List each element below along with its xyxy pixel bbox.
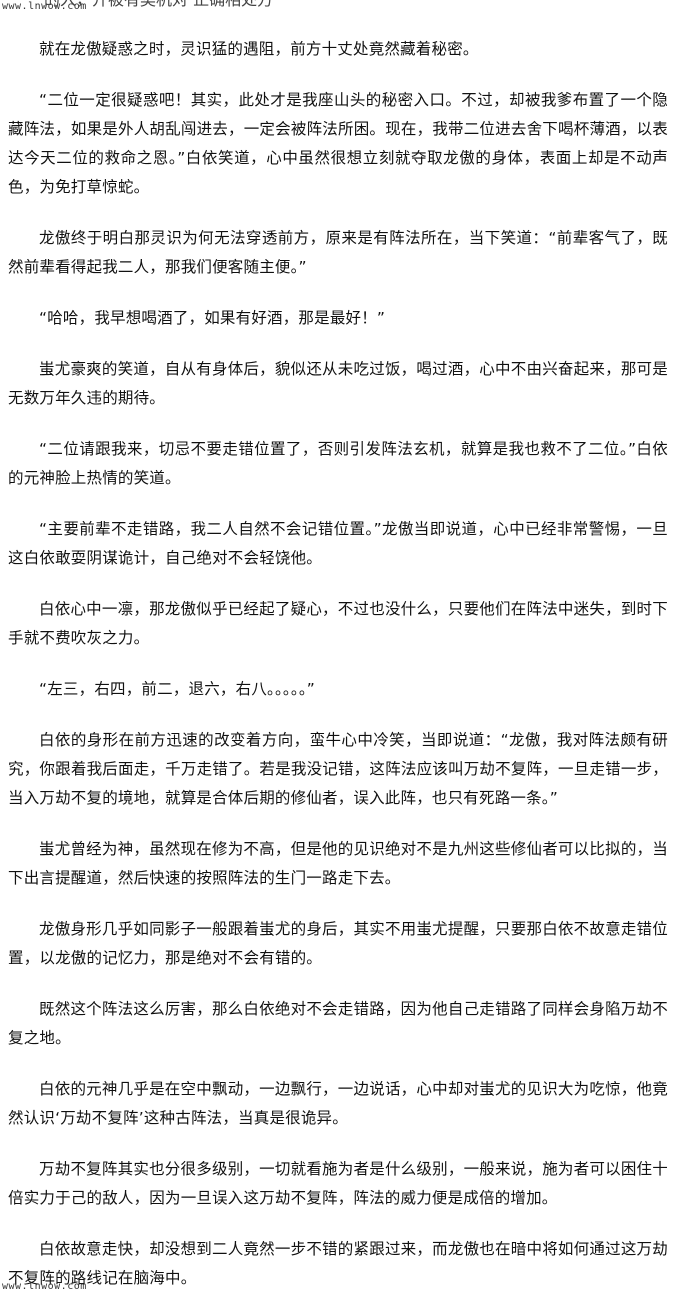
paragraph: “二位请跟我来，切忌不要走错位置了，否则引发阵法玄机，就算是我也救不了二位。”白… <box>8 440 668 487</box>
cut-off-line: 的入，开被有契机对 正确相处方 <box>44 0 344 9</box>
paragraph: “主要前辈不走错路，我二人自然不会记错位置。”龙傲当即说道，心中已经非常警惕，一… <box>8 520 668 567</box>
paragraph: 龙傲身形几乎如同影子一般跟着蚩尤的身后，其实不用蚩尤提醒，只要那白依不故意走错位… <box>8 920 668 967</box>
watermark-bottom: www.lnwow.com <box>2 1281 87 1292</box>
paragraph: “二位一定很疑惑吧！其实，此处才是我座山头的秘密入口。不过，却被我爹布置了一个隐… <box>8 91 668 196</box>
paragraph: 龙傲终于明白那灵识为何无法穿透前方，原来是有阵法所在，当下笑道：“前辈客气了，既… <box>8 229 668 276</box>
paragraph: 白依心中一凛，那龙傲似乎已经起了疑心，不过也没什么，只要他们在阵法中迷失，到时下… <box>8 600 668 647</box>
paragraph: 万劫不复阵其实也分很多级别，一切就看施为者是什么级别，一般来说，施为者可以困住十… <box>8 1160 668 1207</box>
paragraph: “左三，右四，前二，退六，右八。。。。。” <box>39 680 316 698</box>
paragraph: “哈哈，我早想喝酒了，如果有好酒，那是最好！” <box>39 309 386 327</box>
paragraph: 白依的元神几乎是在空中飘动，一边飘行，一边说话，心中却对蚩尤的见识大为吃惊，他竟… <box>8 1080 668 1127</box>
paragraph: 就在龙傲疑惑之时，灵识猛的遇阻，前方十丈处竟然藏着秘密。 <box>39 40 479 58</box>
watermark-top: www.lnwow.com <box>2 1 87 12</box>
paragraph: 蚩尤曾经为神，虽然现在修为不高，但是他的见识绝对不是九州这些修仙者可以比拟的，当… <box>8 840 668 887</box>
paragraph: 蚩尤豪爽的笑道，自从有身体后，貌似还从未吃过饭，喝过酒，心中不由兴奋起来，那可是… <box>8 360 668 407</box>
article-body: 就在龙傲疑惑之时，灵识猛的遇阻，前方十丈处竟然藏着秘密。 “二位一定很疑惑吧！其… <box>8 35 668 1315</box>
paragraph: 白依故意走快，却没想到二人竟然一步不错的紧跟过来，而龙傲也在暗中将如何通过这万劫… <box>8 1240 668 1287</box>
paragraph: 既然这个阵法这么厉害，那么白依绝对不会走错路，因为他自己走错路了同样会身陷万劫不… <box>8 1000 668 1047</box>
paragraph: 白依的身形在前方迅速的改变着方向，蛮牛心中冷笑，当即说道：“龙傲，我对阵法颇有研… <box>8 731 668 807</box>
